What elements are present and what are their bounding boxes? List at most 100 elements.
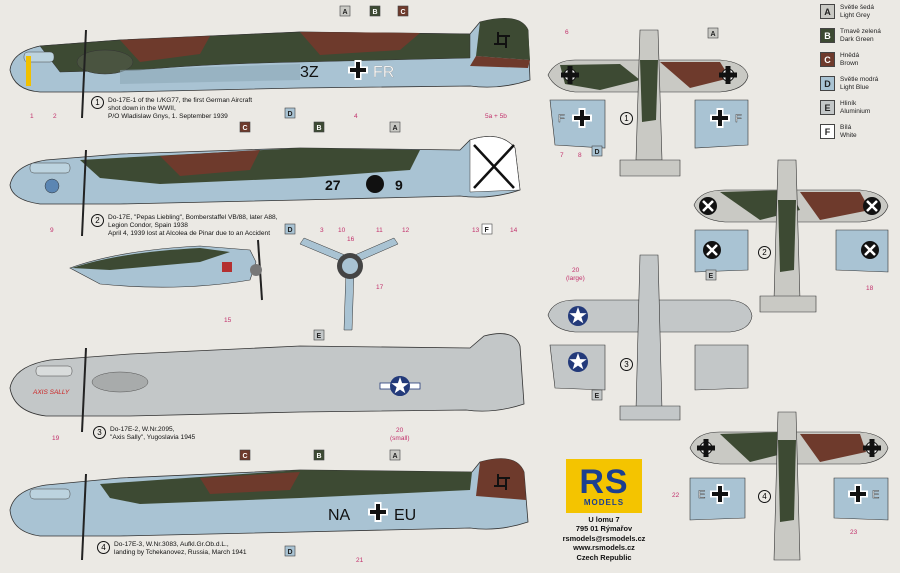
rs-models-logo: RS MODELS <box>566 459 642 513</box>
plane-3-side-view: AXIS SALLY <box>9 333 525 433</box>
decal-number-markers: 1 2 3 4 5a + 5b 6 7 8 9 10 11 12 13 14 1… <box>30 29 874 564</box>
logo-models: MODELS <box>583 497 625 507</box>
plane-1-top-view <box>547 29 749 177</box>
plane-3-nose-art: AXIS SALLY <box>32 389 70 396</box>
address-city: 795 01 Rýmařov <box>575 524 633 534</box>
plane-2-code-right: 9 <box>395 177 403 193</box>
callout-b-4: B <box>317 453 322 460</box>
legend-cz-d: Světle modrá <box>840 76 879 83</box>
callout-b: B <box>373 9 378 16</box>
plane-2-top-view <box>693 159 889 313</box>
address-street: U lomu 7 <box>588 515 620 524</box>
callout-e-top3b: E <box>595 393 600 400</box>
plane-4-wing-letter-right: E <box>872 489 879 501</box>
legend-swatch-d: D <box>820 76 835 91</box>
address-email: rsmodels@rsmodels.cz <box>562 533 646 543</box>
legend-en-c: Brown <box>840 60 859 67</box>
caption-3-number: 3 <box>93 426 106 439</box>
marker-20-large-note: (large) <box>566 275 585 282</box>
callout-d-4: D <box>288 549 293 556</box>
caption-4-number: 4 <box>97 541 110 554</box>
plane-3-underside-panels <box>549 344 749 391</box>
callout-a-4: A <box>393 453 398 460</box>
plane-4-wing-letter-left: E <box>698 489 705 501</box>
legend-swatch-f: F <box>820 124 835 139</box>
legend-swatch-c: C <box>820 52 835 67</box>
plane-1-wing-letter-right: F <box>735 113 742 125</box>
marker-4: 4 <box>354 113 358 120</box>
caption-3: Do-17E-2, W.Nr.2095, "Axis Sally", Yugos… <box>110 426 195 442</box>
marker-14: 14 <box>510 227 518 234</box>
caption-1-number: 1 <box>91 96 104 109</box>
callout-d-top1: D <box>595 149 600 156</box>
marker-20-small: 20 <box>396 427 404 434</box>
legend-cz-a: Světle šedá <box>840 4 874 11</box>
legend-swatch-a: A <box>820 4 835 19</box>
caption-4-line-1: Do-17E-3, W.Nr.3083, Aufkl.Gr.Ob.d.L., <box>114 541 229 548</box>
marker-21: 21 <box>356 557 364 564</box>
caption-2-line-1: Do-17E, "Pepas Liebling", Bomberstaffel … <box>108 214 278 221</box>
caption-2: Do-17E, "Pepas Liebling", Bomberstaffel … <box>108 214 278 238</box>
marker-23: 23 <box>850 529 858 536</box>
caption-4-line-2: landing by Tchekanovez, Russia, March 19… <box>114 549 247 556</box>
plane-4-side-view: NA EU <box>9 458 529 561</box>
address-country: Czech Republic <box>576 552 632 562</box>
legend-cz-e: Hliník <box>840 100 857 107</box>
caption-1-line-2: shot down in the WWII, <box>108 105 176 112</box>
marker-19: 19 <box>52 435 60 442</box>
top-view-1-number: 1 <box>620 112 633 125</box>
marker-20-large: 20 <box>572 267 580 274</box>
plane-1-code-right: FR <box>373 64 394 81</box>
plane-2-side-view: 27 9 <box>9 136 521 237</box>
caption-1-line-1: Do-17E-1 of the I./KG77, the first Germa… <box>108 97 253 104</box>
callout-a-2: A <box>393 125 398 132</box>
plane-2-nose-detail <box>69 239 263 301</box>
plane-1-underside-panels: F F <box>549 99 749 149</box>
marker-3: 3 <box>320 227 324 234</box>
marker-1: 1 <box>30 113 34 120</box>
legend-en-f: White <box>840 132 857 139</box>
callout-e-top3: E <box>709 273 714 280</box>
marker-6: 6 <box>565 29 569 36</box>
plane-4-underside-panels: E E <box>689 477 889 521</box>
caption-1: Do-17E-1 of the I./KG77, the first Germa… <box>108 97 252 121</box>
marker-2: 2 <box>53 113 57 120</box>
marker-20-small-note: (small) <box>390 435 410 442</box>
plane-4-top-view <box>689 411 889 561</box>
caption-3-line-2: "Axis Sally", Yugoslavia 1945 <box>110 434 196 441</box>
legend-cz-b: Tmavě zelená <box>840 28 881 35</box>
marker-7: 7 <box>560 152 564 159</box>
callout-c-2: C <box>243 125 248 132</box>
color-callouts: A B C D C B A D F E C B A D A D E E <box>239 5 719 557</box>
top-view-3-number: 3 <box>620 358 633 371</box>
top-view-2-number: 2 <box>758 246 771 259</box>
address-website: www.rsmodels.cz <box>573 543 635 553</box>
marker-12: 12 <box>402 227 410 234</box>
caption-2-line-3: April 4, 1939 lost at Alcolea de Pinar d… <box>108 230 271 237</box>
plane-1-wing-letter-left: F <box>558 113 565 125</box>
legend-en-a: Light Grey <box>840 12 870 19</box>
marker-9: 9 <box>50 227 54 234</box>
caption-1-line-3: P/O Wladislaw Gnys, 1. September 1939 <box>108 113 228 120</box>
plane-4-code-right: EU <box>394 507 416 524</box>
marker-22: 22 <box>672 492 680 499</box>
callout-d-2: D <box>288 227 293 234</box>
callout-f-2: F <box>485 227 490 234</box>
callout-c-4: C <box>243 453 248 460</box>
callout-d-1: D <box>288 111 293 118</box>
marker-13: 13 <box>472 227 480 234</box>
front-view <box>299 237 399 331</box>
legend-en-e: Aluminium <box>840 108 871 115</box>
marker-17: 17 <box>376 284 384 291</box>
caption-4: Do-17E-3, W.Nr.3083, Aufkl.Gr.Ob.d.L., l… <box>114 541 247 557</box>
plane-2-code-left: 27 <box>325 177 341 193</box>
callout-a: A <box>343 9 348 16</box>
legend-en-b: Dark Green <box>840 36 874 43</box>
